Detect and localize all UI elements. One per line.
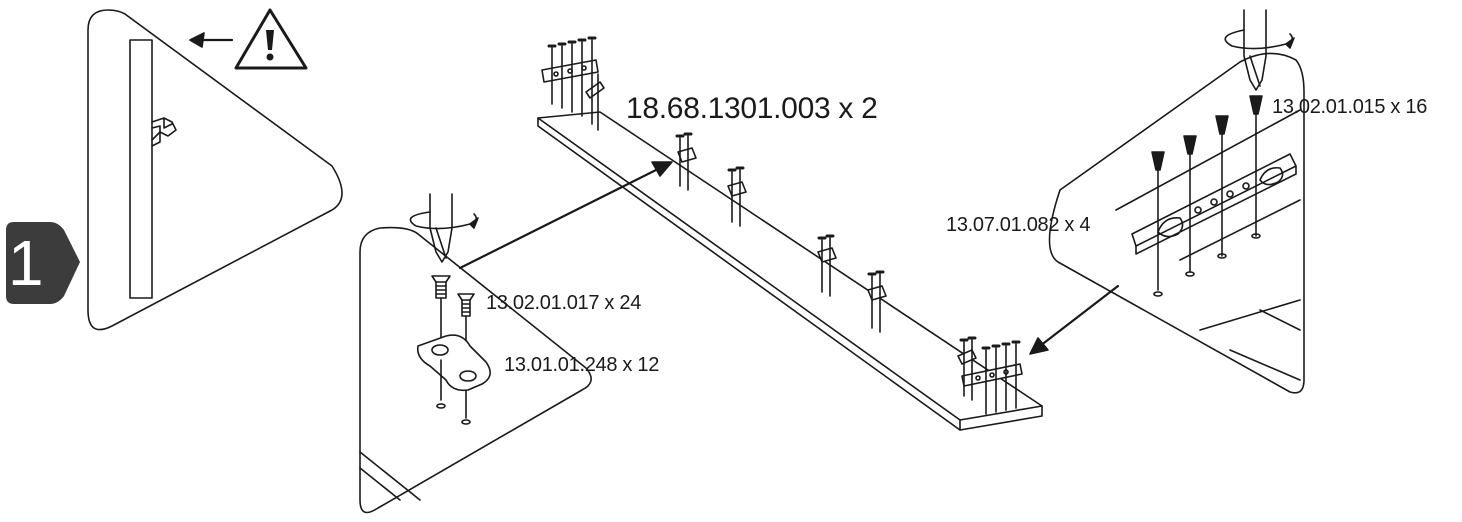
bracket-hole-2 bbox=[1210, 198, 1218, 206]
step-badge bbox=[6, 222, 80, 304]
part-label-hinge-plate: 18.68.1301.003 x 2 bbox=[626, 92, 878, 125]
connector-part bbox=[416, 334, 491, 392]
drill-hole-r1 bbox=[1153, 291, 1163, 297]
bracket-hole-1 bbox=[1194, 206, 1202, 214]
cabinet-lines-right bbox=[1115, 109, 1301, 381]
bracket-hole-4 bbox=[1242, 182, 1250, 190]
floor-lines-left bbox=[359, 451, 421, 501]
pointer-arrowhead-left bbox=[651, 161, 673, 177]
drill-hole-r4 bbox=[1251, 233, 1261, 239]
pointer-arrow-right bbox=[1038, 284, 1120, 348]
pointer-arrowhead-right bbox=[1029, 337, 1049, 355]
part-label-screw-top-right: 13.02.01.015 x 16 bbox=[1272, 96, 1428, 118]
warning-exclamation bbox=[266, 30, 274, 50]
rotation-arrowhead-right bbox=[1285, 37, 1295, 49]
hinge-base bbox=[151, 125, 161, 147]
rotation-arrow-right bbox=[1224, 29, 1294, 50]
step-number: 1 bbox=[8, 227, 44, 299]
drill-hole-r2 bbox=[1185, 271, 1195, 277]
side-panel-detail bbox=[129, 39, 153, 299]
bracket-keyhole-2 bbox=[1259, 166, 1284, 186]
connector-group-3 bbox=[817, 234, 837, 297]
warning-detail-callout bbox=[87, 9, 343, 331]
drill-hole-1 bbox=[436, 403, 446, 409]
warning-triangle-icon bbox=[234, 8, 308, 70]
screw-detail-right bbox=[1151, 95, 1263, 291]
pointer-arrow-left bbox=[458, 166, 662, 270]
connector-hole-1 bbox=[431, 344, 449, 356]
drill-hole-2 bbox=[461, 419, 471, 425]
part-label-connector: 13.01.01.248 x 12 bbox=[504, 354, 660, 376]
rotation-arrowhead-left bbox=[469, 217, 479, 229]
bracket-hole-3 bbox=[1226, 190, 1234, 198]
board-edge bbox=[959, 405, 1043, 431]
connector-group-2 bbox=[727, 166, 747, 227]
warning-arrowhead bbox=[189, 32, 205, 48]
hinge-detail bbox=[151, 117, 177, 141]
rotation-arrow-left bbox=[409, 211, 478, 230]
part-label-screw-left: 13.02.01.017 x 24 bbox=[486, 292, 642, 314]
screwdriver-left-bit bbox=[435, 227, 447, 259]
bracket-keyhole-1 bbox=[1157, 216, 1184, 238]
screwdriver-right-bit bbox=[1249, 55, 1261, 87]
warning-dot bbox=[266, 53, 274, 61]
bracket-edge bbox=[1135, 165, 1297, 255]
board-side bbox=[537, 117, 961, 431]
connector-group-1 bbox=[675, 132, 697, 191]
hinge-plate-bottom bbox=[957, 336, 1023, 415]
connector-group-4 bbox=[867, 270, 887, 333]
part-label-bracket: 13.07.01.082 x 4 bbox=[946, 214, 1091, 236]
hinge-plate-top bbox=[541, 36, 605, 131]
connector-hole-2 bbox=[459, 370, 477, 382]
screwdriver-right bbox=[1243, 9, 1267, 91]
connector-detail-callout bbox=[359, 226, 592, 514]
drill-hole-r3 bbox=[1217, 253, 1227, 259]
bracket-detail-callout bbox=[1048, 52, 1305, 394]
connector-guide-lines bbox=[440, 359, 467, 419]
